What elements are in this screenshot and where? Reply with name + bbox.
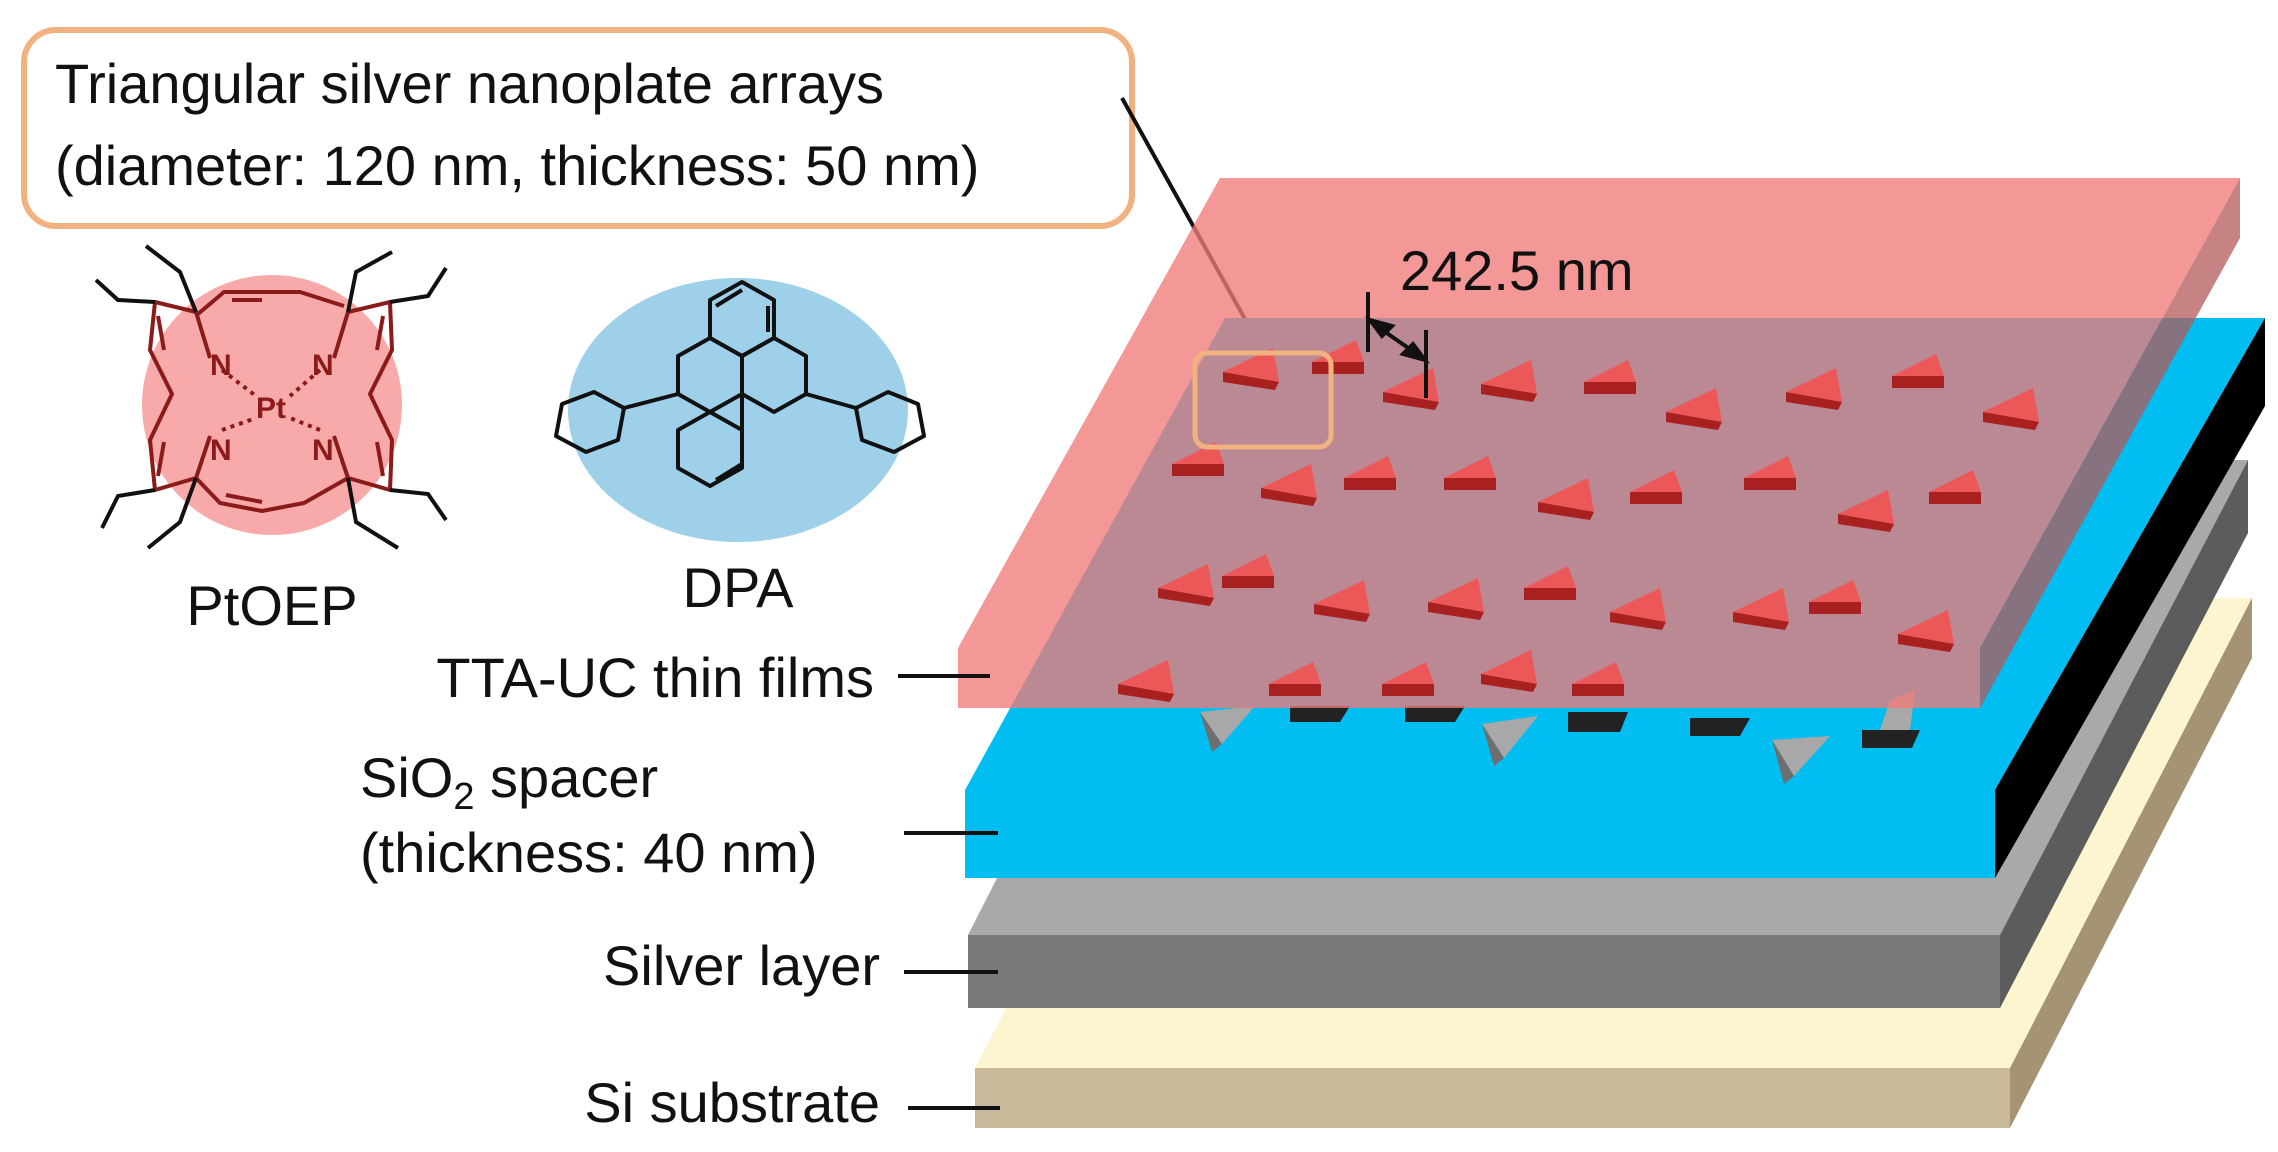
nanoplate: [1630, 470, 1682, 504]
callout-line-2: (diameter: 120 nm, thickness: 50 nm): [55, 134, 979, 197]
tta-uc-label: TTA-UC thin films: [436, 646, 874, 709]
ptoep-halo: [142, 275, 402, 535]
sio2-thickness-label: (thickness: 40 nm): [360, 821, 818, 884]
si-substrate-label: Si substrate: [584, 1071, 880, 1134]
spacer-nanoplates: [1200, 690, 1920, 784]
nanoplate-highlight-box: [1192, 350, 1334, 450]
nanoplate: [1838, 490, 1894, 532]
spacing-label: 242.5 nm: [1400, 239, 1634, 302]
nanoplate: [1290, 706, 1350, 722]
ptoep-n-atom: N: [312, 349, 334, 382]
tta-uc-film-layer: [958, 178, 2240, 708]
nanoplate: [1572, 662, 1624, 696]
nanoplate: [1223, 348, 1279, 390]
nanoplate: [1200, 706, 1255, 752]
nanoplate: [1892, 354, 1944, 388]
nanoplate: [1584, 360, 1636, 394]
nanoplate: [1481, 360, 1537, 402]
dpa-molecule: DPA: [554, 278, 926, 619]
film-nanoplates: [1118, 340, 2039, 702]
ptoep-label: PtOEP: [186, 574, 357, 637]
nanoplate: [1344, 456, 1396, 490]
nanoplate: [1524, 566, 1576, 600]
nanoplate: [1568, 712, 1628, 732]
ptoep-molecule: N N N N Pt PtOEP: [94, 244, 448, 637]
nanoplate: [1538, 478, 1594, 520]
nanoplate: [1690, 718, 1750, 736]
nanoplate-callout: Triangular silver nanoplate arrays (diam…: [21, 27, 1135, 229]
layer-labels: TTA-UC thin films SiO2 spacer (thickness…: [360, 646, 1000, 1134]
dpa-halo: [568, 278, 908, 542]
nanoplate: [1983, 388, 2039, 430]
nanoplate: [1610, 588, 1666, 630]
callout-box: [21, 27, 1135, 229]
nanoplate: [1261, 464, 1317, 506]
sio2-label: SiO2 spacer: [360, 746, 658, 818]
nanoplate: [1898, 610, 1954, 652]
dpa-structure: [554, 280, 926, 488]
nanoplate: [1862, 730, 1920, 748]
nanoplate: [1158, 564, 1214, 606]
silver-label: Silver layer: [603, 934, 880, 997]
ptoep-metal-atom: Pt: [256, 392, 286, 425]
nanoplate: [1222, 554, 1274, 588]
nanoplate: [1405, 706, 1465, 722]
nanoplate: [1744, 456, 1796, 490]
callout-line-1: Triangular silver nanoplate arrays: [55, 52, 884, 115]
nanoplate: [1809, 580, 1861, 614]
ptoep-ethyl-groups: [94, 244, 448, 550]
nanoplate: [1481, 650, 1537, 692]
nanoplate: [1314, 580, 1370, 622]
ptoep-n-atom: N: [312, 434, 334, 467]
dpa-label: DPA: [683, 556, 795, 619]
nanoplate: [1482, 716, 1538, 766]
nanoplate: [1733, 588, 1789, 630]
nanoplate: [1929, 470, 1981, 504]
nanoplate: [1772, 736, 1830, 784]
layer-stack: [958, 178, 2265, 1128]
nanoplate: [1444, 456, 1496, 490]
nanoplate: [1382, 662, 1434, 696]
nanoplate: [1786, 368, 1842, 410]
ptoep-n-atom: N: [210, 434, 232, 467]
ptoep-n-atom: N: [210, 349, 232, 382]
nanoplate: [1428, 578, 1484, 620]
nanoplate: [1666, 388, 1722, 430]
ptoep-structure: [148, 290, 394, 513]
spacing-dimension: [1364, 292, 1431, 398]
sio2-subscript: 2: [453, 776, 474, 818]
nanoplate: [1269, 662, 1321, 696]
nanoplate: [1118, 660, 1174, 702]
